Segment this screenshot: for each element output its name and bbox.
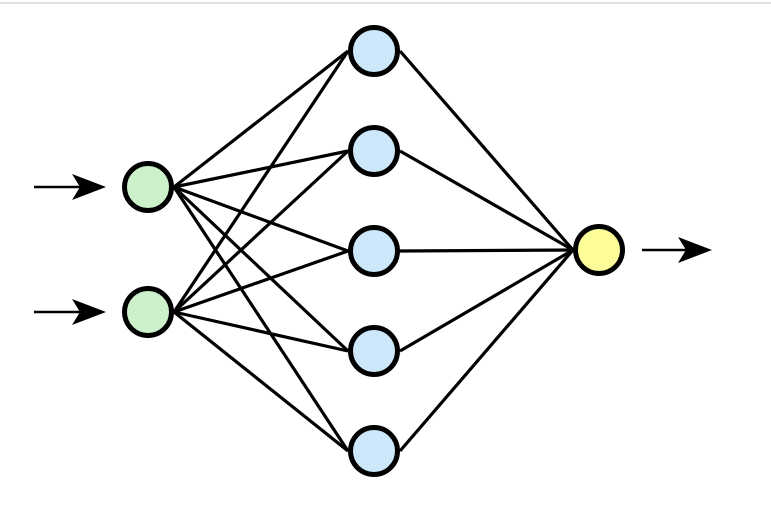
hidden-node-1 (348, 25, 400, 77)
edge-input-to-hidden (172, 185, 350, 353)
edge-input-to-hidden (173, 149, 349, 189)
edge-hidden-to-output (399, 248, 574, 353)
output-node-1 (573, 224, 625, 276)
edge-input-to-hidden (172, 50, 350, 313)
hidden-node-2 (348, 125, 400, 177)
input-arrow-1-head (72, 174, 106, 200)
edge-input-to-hidden (173, 310, 349, 453)
input-arrow-2-head (72, 299, 106, 325)
edge-hidden-to-output (399, 248, 574, 253)
edge-input-to-hidden (173, 310, 349, 353)
input-node-2 (122, 286, 174, 338)
edge-input-to-hidden (173, 185, 349, 253)
hidden-node-4 (348, 325, 400, 377)
output-arrow-head (678, 237, 712, 263)
hidden-node-5 (348, 425, 400, 477)
edge-hidden-to-output (398, 49, 575, 252)
edge-input-to-hidden (173, 249, 349, 314)
edge-hidden-to-output (399, 149, 574, 252)
input-node-1 (122, 161, 174, 213)
hidden-node-3 (348, 225, 400, 277)
edge-input-to-hidden (173, 49, 349, 189)
edge-input-to-hidden (172, 149, 350, 314)
edge-input-to-hidden (172, 186, 350, 452)
edge-hidden-to-output (398, 248, 575, 453)
